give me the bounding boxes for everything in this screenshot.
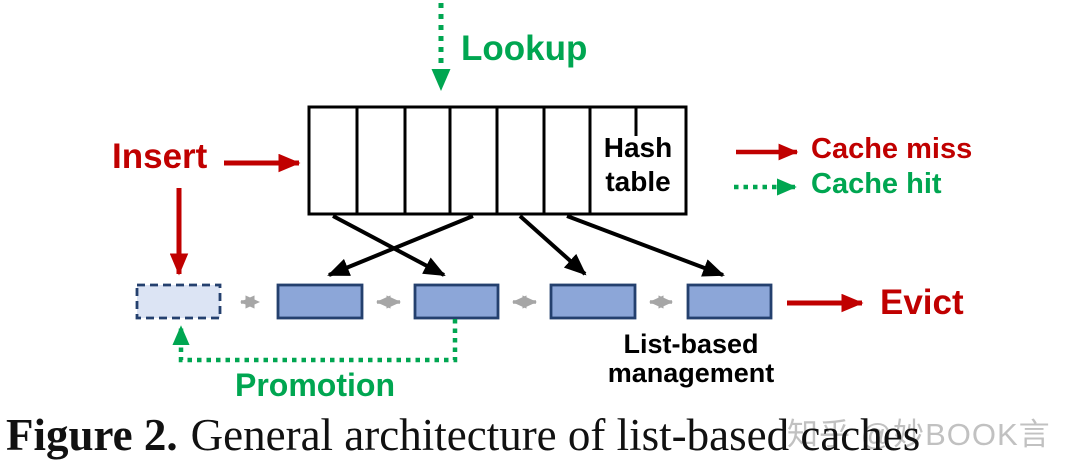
list-node-box-1 — [276, 283, 364, 320]
figure-caption-number: Figure 2. — [6, 410, 178, 460]
lookup-label: Lookup — [461, 29, 588, 68]
figure-caption: Figure 2.General architecture of list-ba… — [6, 409, 920, 461]
legend-cache-miss-label: Cache miss — [811, 133, 973, 165]
list-node-box-4 — [686, 283, 773, 320]
list-node-box-3 — [549, 283, 637, 320]
list-node-box-2 — [413, 283, 500, 320]
legend-cache-hit-label: Cache hit — [811, 168, 942, 200]
hash-pointer-arrow-3 — [518, 214, 587, 276]
watermark: 知乎 @妙BOOK言 — [787, 417, 1051, 452]
insert-label: Insert — [112, 137, 208, 176]
figure-caption-text: General architecture of list-based cache… — [190, 410, 921, 460]
evict-label: Evict — [880, 283, 964, 322]
hash-pointer-arrow-2 — [327, 214, 474, 277]
promotion-label: Promotion — [235, 367, 395, 403]
hash-pointer-arrow-1 — [332, 214, 446, 277]
promotion-arrow — [172, 319, 458, 363]
new-node-box — [135, 283, 222, 320]
hash-table-label: Hash table — [603, 132, 673, 197]
hash-table-cell-dividers — [355, 108, 592, 213]
hash-pointer-arrow-4 — [566, 214, 725, 277]
list-management-label: List-based management — [607, 329, 775, 388]
